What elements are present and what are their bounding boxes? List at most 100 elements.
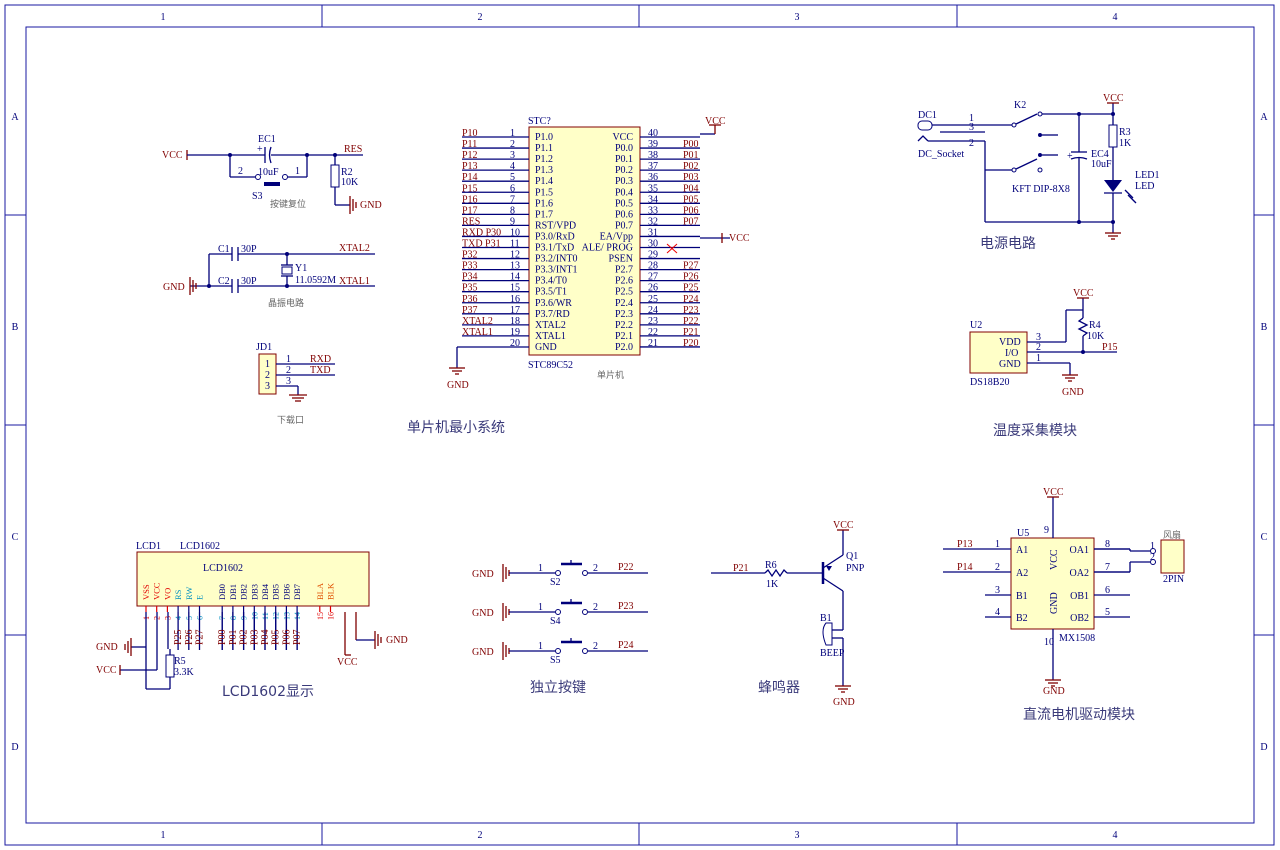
mcu-left-net: P36 [462, 294, 478, 305]
button-ref: S4 [550, 616, 561, 627]
p21-net: P21 [733, 563, 749, 574]
row-label-b-right: B [1261, 322, 1268, 333]
row-label-d-right: D [1260, 742, 1267, 753]
button-pin1: 1 [538, 641, 543, 652]
ec4-val: 10uF [1091, 159, 1112, 170]
buttons-title: 独立按键 [530, 680, 586, 696]
y1-val: 11.0592M [295, 275, 336, 286]
motor-right-pin-name: OB1 [1070, 591, 1089, 602]
mcu-left-pin-name: P1.4 [535, 176, 553, 187]
u2-pin-vdd: VDD [999, 337, 1021, 348]
r6-val: 1K [766, 579, 779, 590]
mcu-left-pin-name: P1.2 [535, 154, 553, 165]
mcu-left-net: P33 [462, 261, 478, 272]
mcu-left-pin-num: 15 [510, 283, 520, 294]
q1-ref: Q1 [846, 551, 858, 562]
lcd-net-label: P25 [173, 629, 184, 645]
mcu-gnd-label: GND [447, 380, 469, 391]
u2-pin1-num: 1 [1036, 353, 1041, 364]
mcu-right-pin-num: 35 [648, 183, 658, 194]
p15-net: P15 [1102, 342, 1118, 353]
button-pin2: 2 [593, 641, 598, 652]
mcu-right-net: P21 [683, 327, 699, 338]
mcu-right-pin-name: VCC [612, 132, 633, 143]
mcu-left-pin-name: P3.3/INT1 [535, 265, 578, 276]
mcu-right-net: P01 [683, 150, 699, 161]
motor-left-pin-num: 4 [995, 607, 1000, 618]
mcu-right-pin-name: P2.0 [615, 342, 633, 353]
mcu-right-pin-name: P2.1 [615, 331, 633, 342]
motor-left-pin-name: A1 [1016, 545, 1028, 556]
download-title: 下载口 [277, 414, 304, 426]
mcu-left-pin-num: 8 [510, 205, 515, 216]
mcu-left-pin-num: 3 [510, 150, 515, 161]
motor-title: 直流电机驱动模块 [1023, 706, 1135, 723]
mcu-left-pin-num: 20 [510, 338, 520, 349]
b1-ref: B1 [820, 613, 832, 624]
lcd-pin-name: DB7 [292, 584, 302, 600]
mcu-left-net: P34 [462, 272, 478, 283]
mcu-left-pin-name: XTAL1 [535, 331, 566, 342]
mcu-part: STC89C52 [528, 360, 573, 371]
lcd-pin-num: 16 [327, 612, 336, 620]
mcu-right-pin-num: 27 [648, 272, 658, 283]
mcu-right-pin-name: P0.0 [615, 143, 633, 154]
mcu-right-pin-num: 37 [648, 161, 658, 172]
motor-left-pin-num: 1 [995, 539, 1000, 550]
dc1-pin2: 2 [969, 138, 974, 149]
mcu-right-net: P06 [683, 205, 699, 216]
mcu-right-net: P07 [683, 216, 699, 227]
crystal-circuit: C1 30P C2 30P Y1 11.0592M XTAL2 XTAL1 GN… [163, 243, 375, 309]
mcu-left-net: P12 [462, 150, 478, 161]
c2-ref: C2 [218, 276, 230, 287]
mcu-left-pin-name: P1.7 [535, 209, 553, 220]
mcu-right-pin-num: 28 [648, 261, 658, 272]
motor-right-pin-name: OB2 [1070, 613, 1089, 624]
r5-val: 3.3K [174, 667, 195, 678]
u5-vcc-pin: 9 [1044, 525, 1049, 536]
mcu-left-pin-name: P3.7/RD [535, 309, 570, 320]
r3-ref: R3 [1119, 127, 1131, 138]
mcu-right-pin-num: 26 [648, 283, 658, 294]
lcd-gnd-label-right: GND [386, 635, 408, 646]
dc1-pin1: 1 [969, 113, 974, 124]
k2-part: KFT DIP-8X8 [1012, 184, 1070, 195]
mcu-right-pin-name: P2.3 [615, 309, 633, 320]
col-label-2: 2 [478, 12, 483, 23]
motor-left-pin-name: A2 [1016, 568, 1028, 579]
lcd-pin-name: DB2 [239, 584, 249, 600]
mcu-right-pin-num: 36 [648, 172, 658, 183]
col-label-4-bottom: 4 [1113, 830, 1118, 841]
button-gnd-label: GND [472, 569, 494, 580]
mcu-right-pin-name: P2.5 [615, 287, 633, 298]
mcu-left-pin-num: 19 [510, 327, 520, 338]
mcu-left-pin-name: P3.0/RxD [535, 231, 575, 242]
mcu-left-pin-name: P3.1/TxD [535, 243, 574, 254]
reset-title: 按键复位 [270, 198, 306, 210]
motor-gnd-label: GND [1043, 686, 1065, 697]
c2-val: 30P [241, 276, 257, 287]
button-pin1: 1 [538, 563, 543, 574]
mcu-left-pin-name: P3.5/T1 [535, 287, 567, 298]
lcd-pin-name: E [195, 595, 205, 600]
fan-pin1: 1 [1150, 541, 1155, 552]
motor-module: U5 VCC 9 VCC GND 10 GND 1A1P132A2P143B14… [943, 487, 1185, 723]
motor-left-pin-name: B1 [1016, 591, 1028, 602]
button-pin1: 1 [538, 602, 543, 613]
row-label-a-right: A [1260, 112, 1268, 123]
lcd-display-text: LCD1602 [203, 563, 243, 574]
lcd-net-label: P04 [260, 629, 271, 645]
lcd-net-label: P02 [239, 629, 250, 645]
r2-ref: R2 [341, 167, 353, 178]
mcu-left-pin-num: 17 [510, 305, 520, 316]
ec1-ref: EC1 [258, 134, 276, 145]
mcu-left-pin-num: 7 [510, 194, 515, 205]
lcd-net-label: P01 [228, 629, 239, 645]
res-net-label: RES [344, 144, 362, 155]
col-label-3-bottom: 3 [795, 830, 800, 841]
motor-right-pin-num: 7 [1105, 562, 1110, 573]
mcu-right-net: P04 [683, 183, 699, 194]
download-port: JD1 1 2 3 1 2 3 RXD TXD 下载口 [256, 342, 335, 426]
mcu-left-pin-num: 2 [510, 139, 515, 150]
